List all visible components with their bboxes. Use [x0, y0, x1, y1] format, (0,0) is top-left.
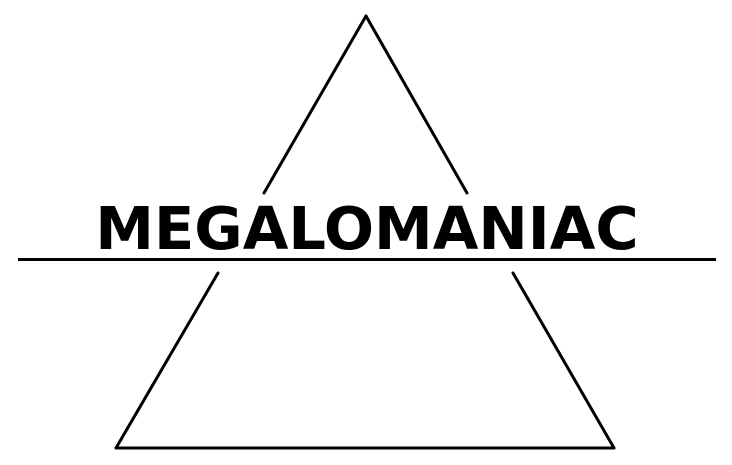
- triangle-right-upper-edge: [364, 14, 469, 195]
- wordmark-underline: [18, 258, 716, 261]
- triangle-left-upper-edge: [262, 14, 368, 195]
- triangle-left-lower-edge: [114, 271, 220, 450]
- triangle-right-lower-edge: [511, 271, 616, 450]
- wordmark: MEGALOMANIAC: [18, 190, 716, 270]
- wordmark-text: MEGALOMANIAC: [95, 194, 639, 263]
